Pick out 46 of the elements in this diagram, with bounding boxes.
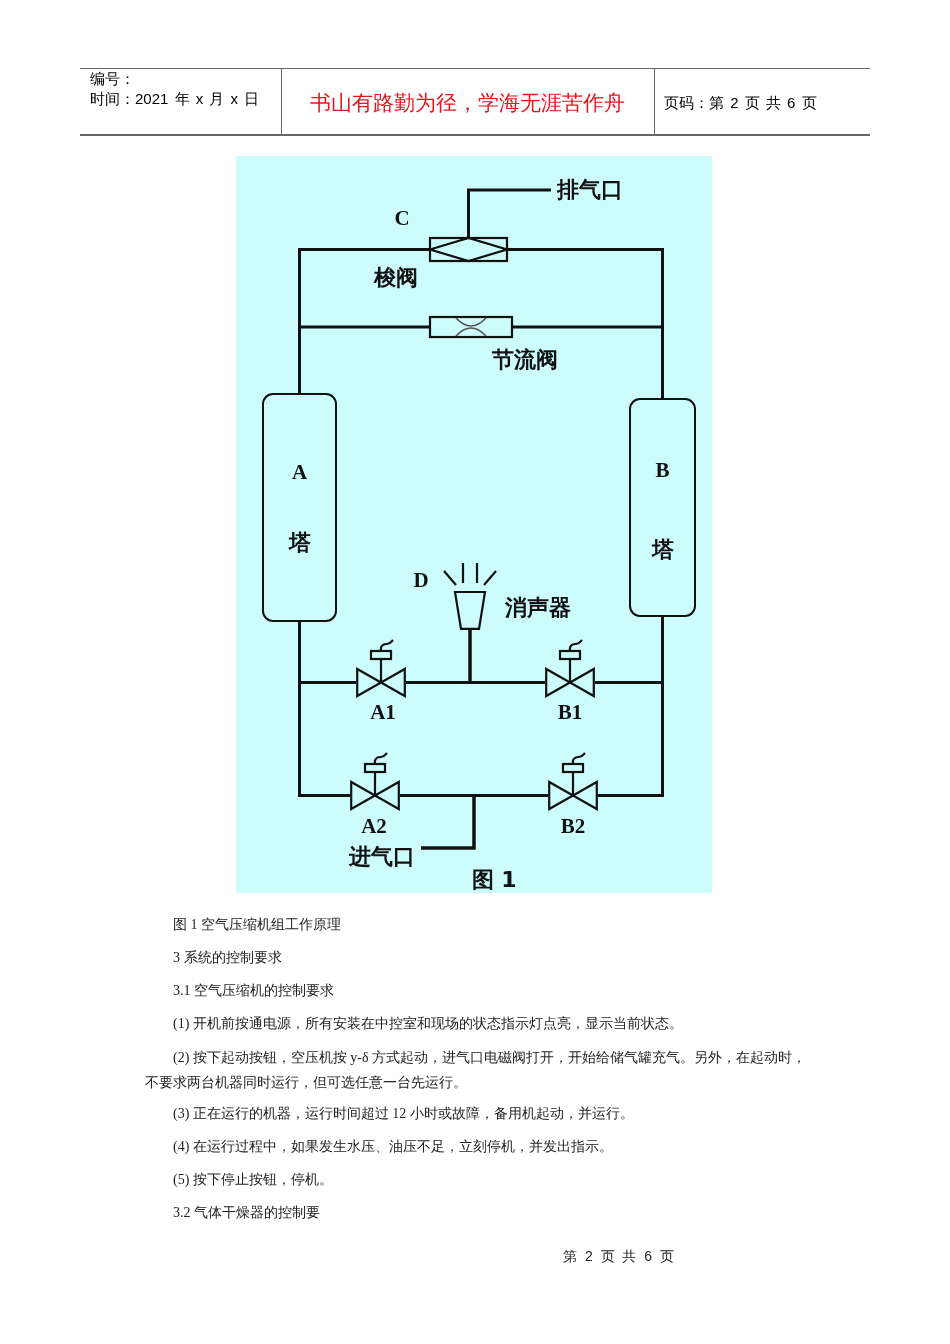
section-heading: 3 系统的控制要求 [173, 949, 282, 967]
figure-caption: 图 1 空气压缩机组工作原理 [173, 916, 341, 934]
silencer [443, 562, 497, 630]
component-label: 节流阀 [492, 348, 558, 372]
pipe-line [298, 622, 350, 797]
pipe-line [513, 325, 664, 398]
pipe-line [298, 325, 429, 393]
tower-label: 塔 [288, 531, 311, 555]
valve-label: B1 [557, 700, 583, 724]
header-field: 编号： [90, 70, 135, 88]
body-paragraph: (2) 按下起动按钮，空压机按 y-δ 方式起动，进气口电磁阀打开，开始给储气罐充气。另外，在起动时，不要求两台机器同时运行，但可选任意一台先运行。 [145, 1049, 808, 1092]
valve-label: A1 [370, 700, 396, 724]
tower-vessel [262, 393, 337, 622]
component-letter: C [394, 206, 410, 230]
valve-label: A2 [361, 814, 387, 838]
page-number: 页码：第 2 页 共 6 页 [664, 94, 817, 112]
pipe-line [468, 630, 545, 684]
tower-label: 塔 [651, 538, 674, 562]
section-heading: 3.1 空气压缩机的控制要求 [173, 982, 334, 1000]
section-heading: 3.2 气体干燥器的控制要 [173, 1204, 320, 1222]
body-paragraph: (1) 开机前按通电源，所有安装在中控室和现场的状态指示灯点亮，显示当前状态。 [173, 1015, 683, 1033]
page-footer: 第 2 页 共 6 页 [563, 1247, 675, 1265]
tower-letter: A [291, 460, 308, 484]
solenoid-valve [350, 752, 400, 810]
solenoid-valve [356, 639, 406, 697]
figure-label: 图 1 [471, 868, 517, 892]
body-paragraph: (5) 按下停止按钮，停机。 [173, 1171, 333, 1189]
pipe-line [598, 617, 664, 797]
component-label: 消声器 [505, 596, 571, 620]
component-letter: D [413, 568, 429, 592]
header-field: 时间：2021 年 x 月 x 日 [90, 90, 260, 108]
body-paragraph: (3) 正在运行的机器，运行时间超过 12 小时或故障，备用机起动，并运行。 [173, 1105, 634, 1123]
tower-letter: B [655, 458, 670, 482]
throttle-valve [429, 316, 513, 338]
port-label: 进气口 [343, 845, 421, 869]
port-label: 排气口 [551, 178, 629, 202]
tower-vessel [629, 398, 696, 617]
shuttle-valve [429, 237, 508, 262]
pipe-line [421, 794, 548, 850]
motto-text: 书山有路勤为径，学海无涯苦作舟 [309, 90, 625, 116]
pipe-line [467, 188, 551, 237]
valve-label: B2 [560, 814, 586, 838]
solenoid-valve [545, 639, 595, 697]
solenoid-valve [548, 752, 598, 810]
body-paragraph: (4) 在运行过程中，如果发生水压、油压不足，立刻停机，并发出指示。 [173, 1138, 613, 1156]
component-label: 梭阀 [374, 266, 418, 290]
